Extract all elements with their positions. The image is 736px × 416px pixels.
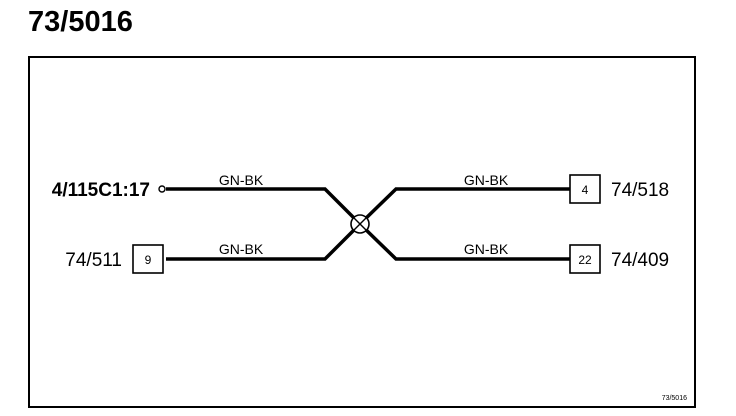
pin-number-left-bottom: 9	[145, 253, 152, 267]
diagram-reference-number: 73/5016	[662, 395, 687, 402]
pin-box-right-top	[569, 174, 601, 204]
endpoint-label-right-top: 74/518	[611, 180, 669, 201]
pin-box-left-bottom	[132, 244, 164, 274]
endpoint-label-left-top: 4/115C1:17	[52, 180, 150, 201]
splice-crossed-circle-icon	[350, 214, 370, 234]
pin-box-right-bottom	[569, 244, 601, 274]
wire-label-right-top: GN-BK	[464, 172, 509, 188]
ring-terminal-icon	[158, 185, 166, 193]
pin-number-right-bottom: 22	[578, 253, 592, 267]
wire-right-top	[358, 187, 570, 226]
wire-left-bottom	[166, 222, 362, 261]
pin-number-right-top: 4	[582, 183, 589, 197]
wire-label-left-bottom: GN-BK	[219, 241, 264, 257]
wire-label-right-bottom: GN-BK	[464, 241, 509, 257]
wire-left-top	[166, 187, 362, 226]
page-title: 73/5016	[28, 6, 133, 38]
endpoint-label-left-bottom: 74/511	[65, 250, 122, 271]
wire-label-left-top: GN-BK	[219, 172, 264, 188]
diagram-frame	[28, 56, 696, 408]
wire-right-bottom	[358, 222, 570, 261]
endpoint-label-right-bottom: 74/409	[611, 250, 669, 271]
